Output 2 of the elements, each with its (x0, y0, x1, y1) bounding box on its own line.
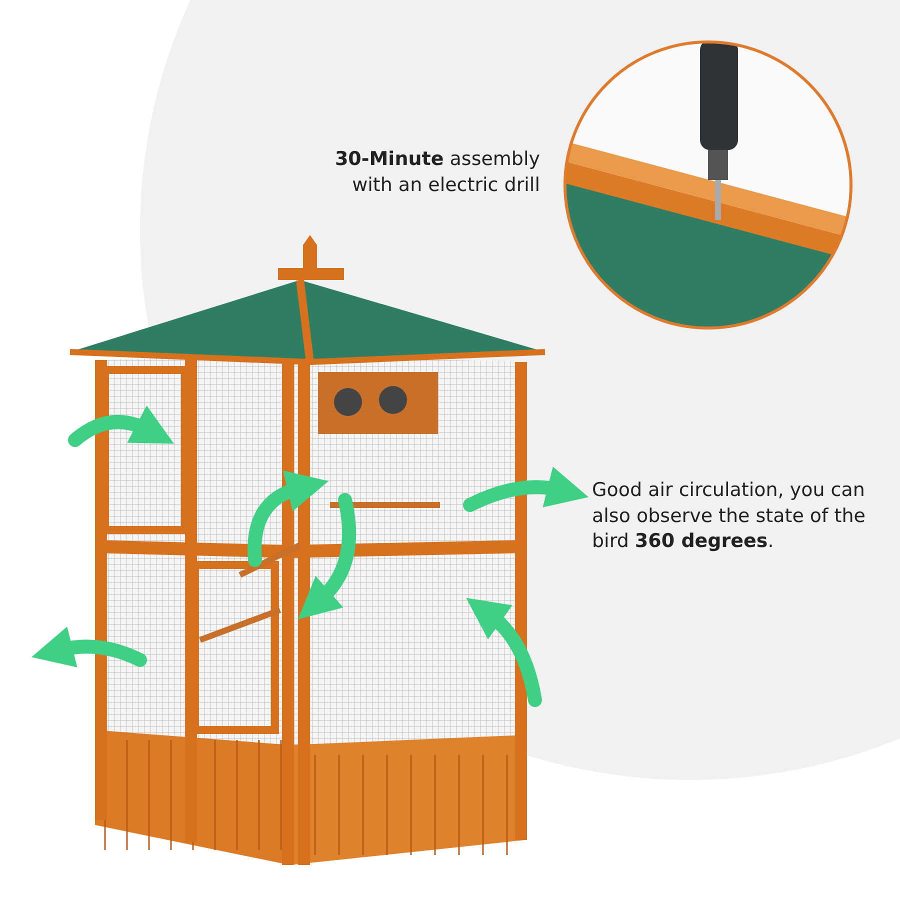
feature-note: Good air circulation, you can also observe the state of the bird 360 degrees. (592, 478, 866, 554)
feature-note: 30-Minute assembly with an electric drill (334, 147, 540, 198)
